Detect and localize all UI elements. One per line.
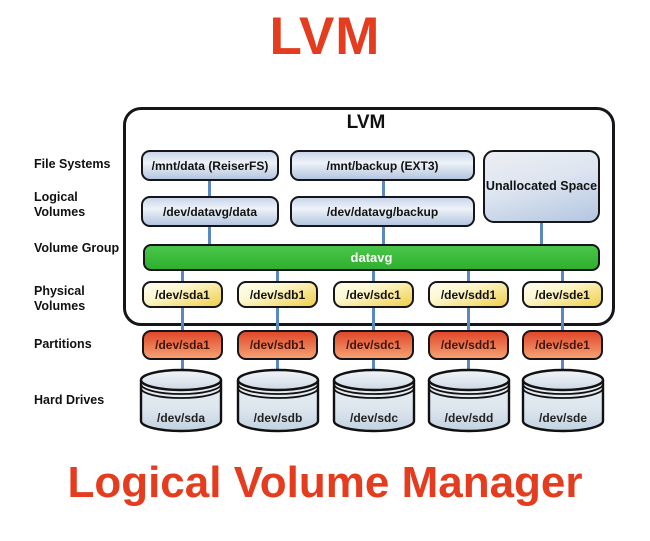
connector-fs2-lv2 [381,181,385,196]
connector-part5-drive5 [561,360,564,374]
connector-pv5-part5 [561,308,564,330]
partition-node-sdc1: /dev/sdc1 [333,330,414,360]
row-label-physical-volumes: Physical Volumes [34,284,86,314]
connector-fs1-lv1 [207,181,211,196]
hard-drive-label: /dev/sdd [444,411,494,425]
row-label-partitions: Partitions [34,337,92,351]
file-system-node-backup: /mnt/backup (EXT3) [290,150,475,181]
connector-pv3-part3 [372,308,375,330]
hard-drive-sda: /dev/sda [139,368,223,434]
connector-vg-pv2 [276,271,279,281]
connector-vg-pv1 [181,271,184,281]
partition-node-sdb1: /dev/sdb1 [237,330,318,360]
hard-drive-sde: /dev/sde [521,368,605,434]
volume-group-bar: datavg [143,244,600,271]
physical-volume-node-sdb1: /dev/sdb1 [237,281,318,308]
hard-drive-cylinder-icon [139,368,223,433]
connector-vg-pv5 [561,271,564,281]
row-label-hard-drives: Hard Drives [34,393,105,407]
hard-drive-label: /dev/sda [156,411,206,425]
partition-node-sda1: /dev/sda1 [142,330,223,360]
page-title: LVM [269,7,381,66]
connector-lv2-vg [381,227,385,244]
lvm-box-title: LVM [346,112,386,133]
hard-drive-label: /dev/sdb [253,411,303,425]
hard-drive-sdb: /dev/sdb [236,368,320,434]
physical-volume-node-sde1: /dev/sde1 [522,281,603,308]
connector-vg-pv3 [372,271,375,281]
unallocated-space-node: Unallocated Space [483,150,600,223]
connector-part3-drive3 [372,360,375,374]
page-subtitle: Logical Volume Manager [67,458,583,507]
partition-node-sdd1: /dev/sdd1 [428,330,509,360]
row-label-logical-volumes: Logical Volumes [34,190,86,220]
connector-pv2-part2 [276,308,279,330]
logical-volume-node-backup: /dev/datavg/backup [290,196,475,227]
partition-node-sde1: /dev/sde1 [522,330,603,360]
physical-volume-node-sda1: /dev/sda1 [142,281,223,308]
connector-lv1-vg [207,227,211,244]
connector-vg-pv4 [467,271,470,281]
physical-volume-node-sdd1: /dev/sdd1 [428,281,509,308]
connector-pv4-part4 [467,308,470,330]
connector-pv1-part1 [181,308,184,330]
lvm-container-box [123,107,615,326]
hard-drive-cylinder-icon [236,368,320,433]
hard-drive-sdc: /dev/sdc [332,368,416,434]
logical-volume-node-data: /dev/datavg/data [141,196,279,227]
hard-drive-sdd: /dev/sdd [427,368,511,434]
hard-drive-cylinder-icon [521,368,605,433]
connector-part2-drive2 [276,360,279,374]
hard-drive-label: /dev/sde [538,411,588,425]
physical-volume-node-sdc1: /dev/sdc1 [333,281,414,308]
hard-drive-cylinder-icon [427,368,511,433]
file-system-node-data: /mnt/data (ReiserFS) [141,150,279,181]
connector-part1-drive1 [181,360,184,374]
row-label-file-systems: File Systems [34,157,111,171]
connector-part4-drive4 [467,360,470,374]
hard-drive-cylinder-icon [332,368,416,433]
connector-unallocated-vg [539,223,543,244]
row-label-volume-group: Volume Group [34,241,120,255]
hard-drive-label: /dev/sdc [349,411,399,425]
